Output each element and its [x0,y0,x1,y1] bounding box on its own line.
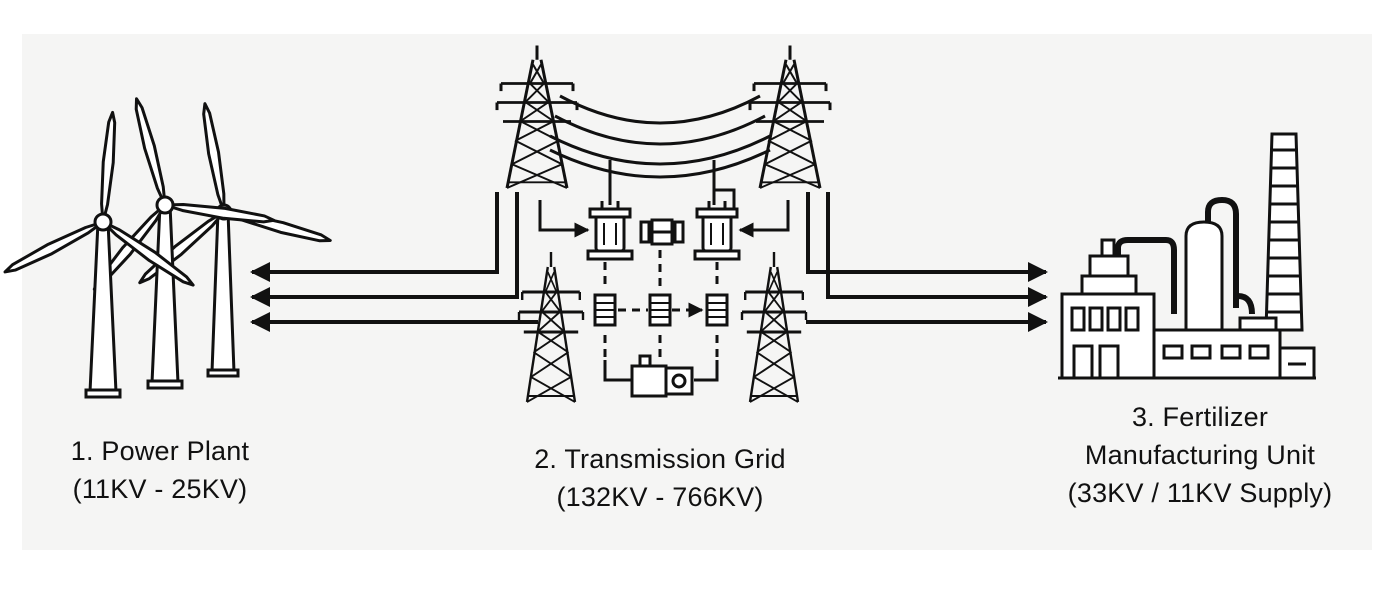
power-plant-label: 1. Power Plant (11KV - 25KV) [30,432,290,508]
plant-connection-arrows [250,192,538,332]
power-plant-title: 1. Power Plant [70,436,250,466]
transmission-grid-title: 2. Transmission Grid [534,444,786,474]
factory-connection-arrows [806,192,1048,332]
factory-icon [1058,132,1316,380]
fertilizer-unit-voltage: (33KV / 11KV Supply) [1067,478,1333,508]
transmission-tower-icon [495,43,832,404]
fertilizer-unit-label: 3. Fertilizer Manufacturing Unit (33KV /… [1030,398,1370,512]
fertilizer-unit-title-line1: 3. Fertilizer [1131,402,1269,432]
transmission-grid-voltage: (132KV - 766KV) [556,482,764,512]
power-plant-voltage: (11KV - 25KV) [72,474,248,504]
transmission-grid-label: 2. Transmission Grid (132KV - 766KV) [470,440,850,516]
wind-turbine-icon [1,95,334,399]
fertilizer-unit-title-line2: Manufacturing Unit [1084,440,1316,470]
